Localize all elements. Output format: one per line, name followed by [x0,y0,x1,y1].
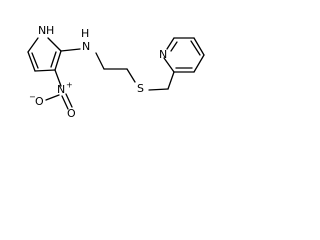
nitro-o-single-text: O [35,95,44,108]
bond-c2-n1 [47,37,62,52]
nitro-o-single-charge: − [29,93,36,102]
pyrrole-nh-label: N H [38,24,54,37]
bond-c5-c4-double [31,52,39,69]
pyrrole-ring [27,37,62,72]
thioether-s-text: S [137,82,144,95]
nitro-o-double-text: O [67,107,76,120]
amine-n-text: N [82,40,90,53]
bond-py-c3-c4 [193,54,205,73]
bond-nh-ch2 [95,52,105,70]
pyridine-ring [163,37,205,73]
bond-py-c4-c5-double [190,40,201,56]
thioether-s-label: S [137,82,144,95]
bond-ch2-s [126,68,136,83]
nitro-o-single-label: O − [29,93,44,109]
nitro-group [45,69,73,110]
nitro-o-double-label: O [67,107,76,120]
bond-c3-nitro [54,69,62,87]
side-chain [60,48,175,91]
bond-py-c4-c5 [193,37,205,56]
amine-h-text: H [81,27,89,40]
pyrrole-h-text: H [46,24,54,37]
bond-nitro-o-double-b [61,95,69,110]
nitro-n-text: N [57,83,65,96]
pyridine-n-label: N [159,48,167,61]
bond-c3-c2-double [50,51,57,68]
bond-py-c6-n [166,37,175,50]
bond-c3-c2 [54,50,62,71]
molecule-structure: N H H N N + O − O S N [27,24,205,120]
bond-nitro-o-double-a [65,93,73,108]
bond-nitro-o-single [45,94,60,101]
bond-py-c6-n-double [170,41,178,52]
pyrrole-n-text: N [38,24,46,37]
nitro-n-charge: + [66,81,73,90]
amine-nh-label: H N [81,27,90,53]
bond-py-c2-n [163,57,175,73]
bond-c2-nh [60,48,81,52]
bond-n1-c5 [27,37,39,53]
pyridine-n-text: N [159,48,167,61]
bond-c4-c3 [34,69,56,72]
bond-c5-c4 [27,51,36,72]
bond-ch2-pyridine [167,71,175,90]
bond-s-ch2 [148,88,169,91]
nitro-n-label: N + [57,81,73,97]
